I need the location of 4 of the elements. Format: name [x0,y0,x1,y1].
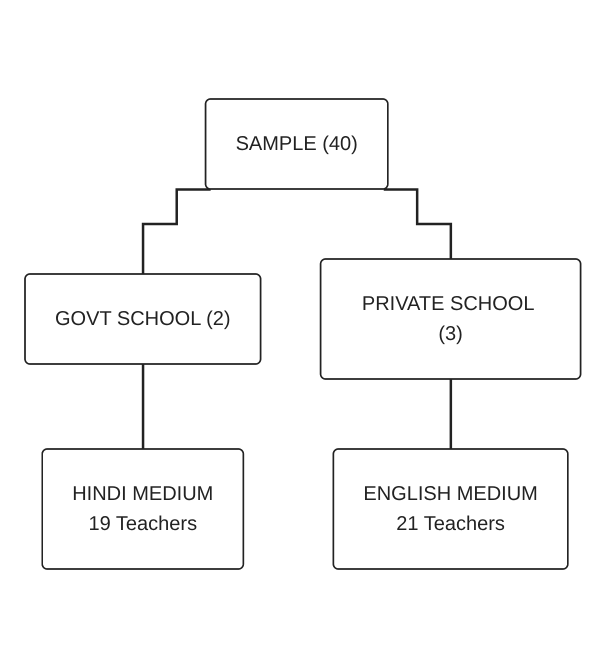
connector [384,188,453,261]
connector [142,363,145,451]
connector [450,378,453,451]
connector [142,188,211,276]
